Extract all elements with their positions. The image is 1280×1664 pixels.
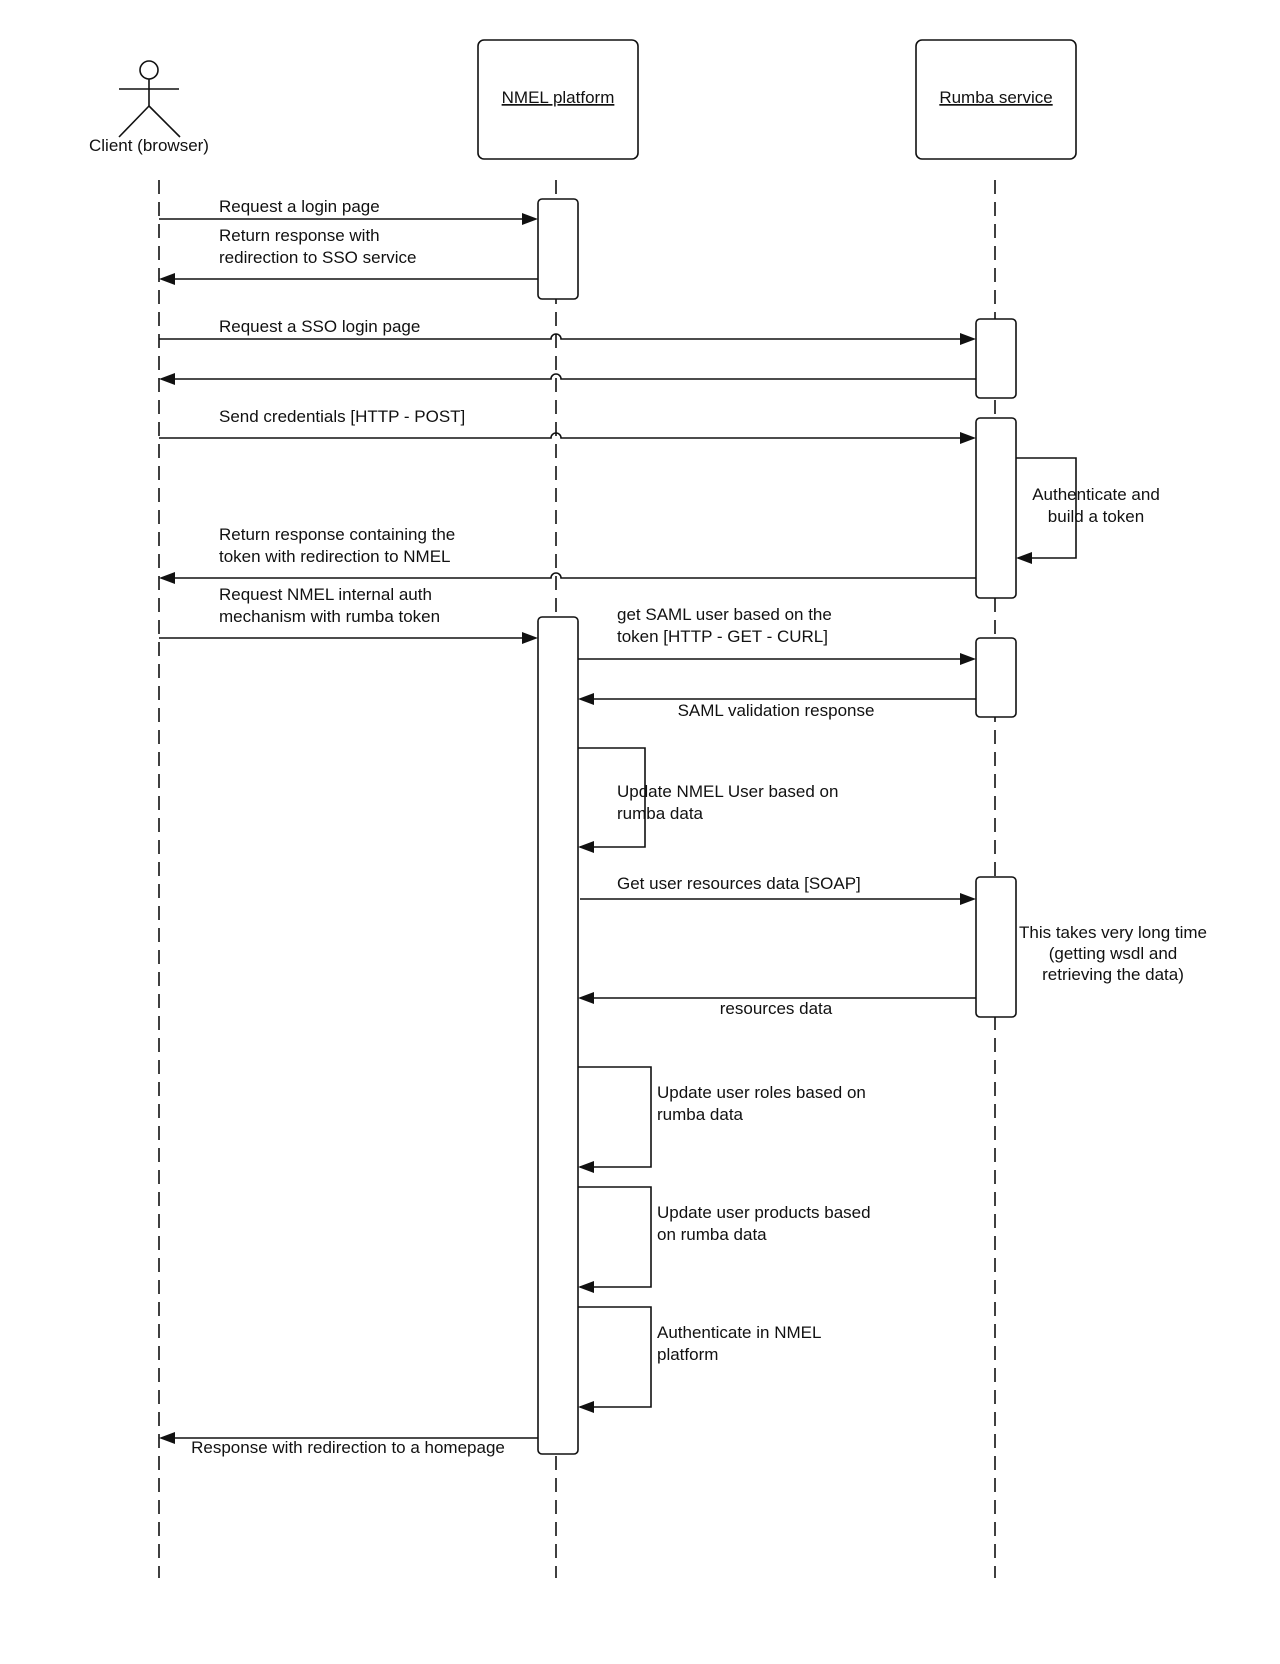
self-loop-update-user-arrowhead: [578, 841, 594, 853]
msg-label: SAML validation response: [678, 701, 875, 720]
msg-return-token-arrowhead: [159, 572, 175, 584]
msg-saml-validation-response-arrowhead: [578, 693, 594, 705]
rumba-activation-2: [975, 417, 1017, 599]
self-loop-authenticate-nmel: [578, 1306, 652, 1408]
nmel-activation-1: [537, 198, 579, 300]
msg-request-sso-login-page: [159, 333, 960, 340]
msg-label: Get user resources data [SOAP]: [617, 874, 861, 893]
client-actor: [118, 60, 181, 138]
msg-request-login-page-arrowhead: [522, 213, 538, 225]
msg-return-token: [175, 572, 976, 579]
actor-head: [139, 60, 159, 80]
msg-send-credentials-arrowhead: [960, 432, 976, 444]
rumba-activation-4: [975, 876, 1017, 1018]
self-loop-update-products-arrowhead: [578, 1281, 594, 1293]
self-loop-update-roles-arrowhead: [578, 1161, 594, 1173]
rumba-header-label: Rumba service: [939, 88, 1052, 107]
self-loop-authenticate-arrowhead: [1016, 552, 1032, 564]
note-long-time: This takes very long time(getting wsdl a…: [1019, 923, 1207, 984]
msg-label: Send credentials [HTTP - POST]: [219, 407, 465, 426]
msg-get-user-resources-arrowhead: [960, 893, 976, 905]
nmel-activation-2: [537, 616, 579, 1455]
rumba-activation-1: [975, 318, 1017, 399]
actor-left-leg: [118, 105, 150, 138]
msg-return-redirection-sso-arrowhead: [159, 273, 175, 285]
msg-label: Request a login page: [219, 197, 380, 216]
self-loop-authenticate: [1016, 457, 1077, 559]
rumba-header-box: [915, 39, 1077, 160]
msg-return-sso-login-page: [175, 373, 976, 380]
nmel-header-label: NMEL platform: [502, 88, 615, 107]
self-loop-update-roles: [578, 1066, 652, 1168]
msg-label: Request a SSO login page: [219, 317, 420, 336]
msg-return-sso-login-page-arrowhead: [159, 373, 175, 385]
msg-request-sso-login-page-arrowhead: [960, 333, 976, 345]
actor-right-leg: [148, 105, 181, 138]
msg-send-credentials: [159, 432, 960, 439]
msg-resources-data-arrowhead: [578, 992, 594, 1004]
client-label: Client (browser): [89, 136, 209, 155]
msg-label: resources data: [720, 999, 833, 1018]
self-loop-update-user: [578, 747, 646, 848]
msg-get-saml-user-arrowhead: [960, 653, 976, 665]
msg-response-homepage-arrowhead: [159, 1432, 175, 1444]
msg-label: Response with redirection to a homepage: [191, 1438, 505, 1457]
msg-request-internal-auth-arrowhead: [522, 632, 538, 644]
nmel-header-box: [477, 39, 639, 160]
self-loop-update-products: [578, 1186, 652, 1288]
self-loop-authenticate-nmel-arrowhead: [578, 1401, 594, 1413]
rumba-activation-3: [975, 637, 1017, 718]
